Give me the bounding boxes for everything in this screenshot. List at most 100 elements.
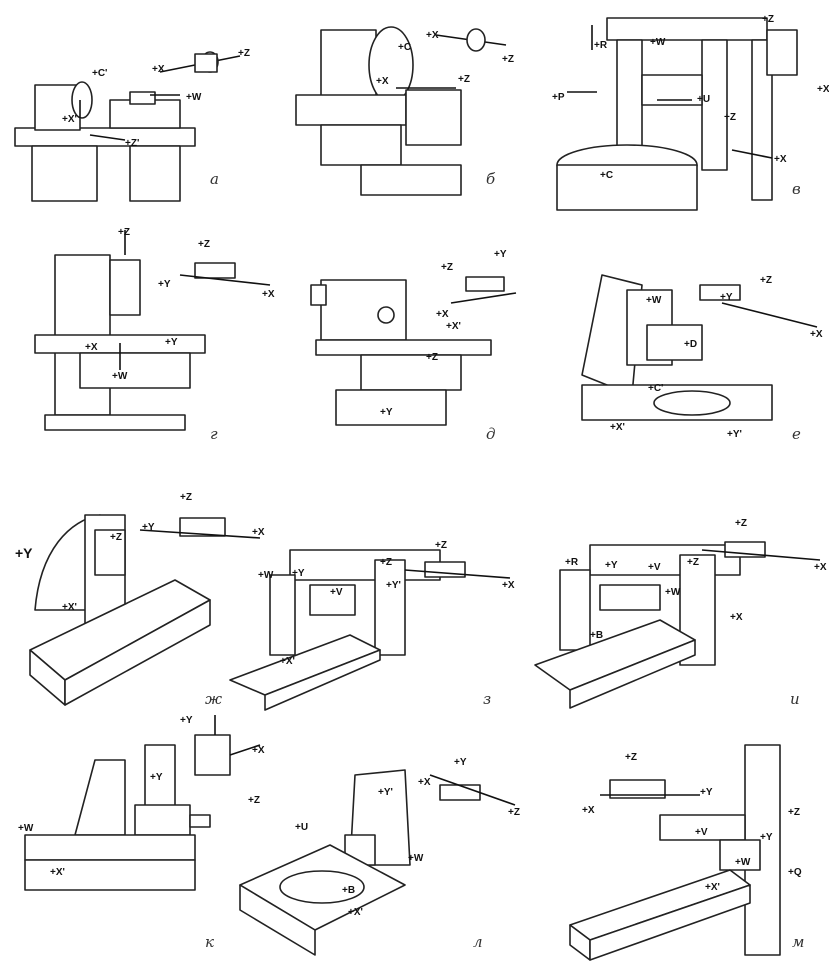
- gantry-mill-drawing: [229, 549, 511, 711]
- axis-label: +Y: [720, 292, 733, 303]
- axis-label: +X': [348, 907, 363, 918]
- axis-label: +Z: [687, 557, 699, 568]
- faceplate-lathe-drawing: [295, 26, 507, 196]
- axis-label: +X: [814, 562, 827, 573]
- axis-label: +Z: [788, 807, 800, 818]
- axis-label: +Z: [724, 112, 736, 123]
- axis-label: +X: [252, 527, 265, 538]
- axis-label: +Z: [198, 239, 210, 250]
- axis-label: +V: [695, 827, 708, 838]
- axis-label: +X: [502, 580, 515, 591]
- axis-label: +Z: [502, 54, 514, 65]
- panel-caption: л: [473, 933, 483, 951]
- axis-label: +X': [610, 422, 625, 433]
- axis-label: +Z': [125, 138, 139, 149]
- axis-label: +X: [152, 64, 165, 75]
- vertical-lathe-drawing: [556, 17, 798, 211]
- axis-label: +Z: [760, 275, 772, 286]
- axis-label: +D: [684, 339, 697, 350]
- axis-label: +Z: [248, 795, 260, 806]
- panel-e: +W +D +C' +X' +Y' +Z +Y +X е: [552, 225, 829, 460]
- panel-d-labels: +X' +Z +Y +Z +Y +X: [380, 249, 507, 418]
- axis-label: +X': [62, 114, 77, 125]
- panel-caption: м: [792, 933, 805, 951]
- axis-label: +X: [85, 342, 98, 353]
- panel-caption: г: [210, 425, 218, 443]
- panel-caption: ж: [205, 690, 223, 708]
- axis-label: +X': [280, 656, 295, 667]
- axis-label: +Z: [118, 227, 130, 238]
- axis-label: +Y: [158, 279, 171, 290]
- panel-a-labels: +C' +X +Z +W +X' +Z': [62, 48, 250, 149]
- axis-label: +Z: [180, 492, 192, 503]
- axis-label: +B: [342, 885, 355, 896]
- panel-caption: а: [210, 170, 219, 188]
- panel-zh-labels: +Y +Z +X' +Z +Y +X: [15, 492, 265, 613]
- axis-label: +Y': [378, 787, 393, 798]
- axis-label: +Z: [458, 74, 470, 85]
- panel-caption: б: [486, 170, 496, 188]
- panel-caption: к: [205, 933, 214, 951]
- axis-label: +Y: [760, 832, 773, 843]
- axis-label: +U: [295, 822, 308, 833]
- axis-label: +R: [565, 557, 579, 568]
- axis-label: +W: [650, 37, 666, 48]
- axis-label: +Y': [727, 429, 742, 440]
- panel-v: +R +P +W +U +Z +X +C +Z +X в: [552, 0, 829, 225]
- axis-label: +X: [426, 30, 439, 41]
- axis-label: +C': [648, 383, 663, 394]
- panel-caption: и: [790, 690, 800, 708]
- axis-label: +W: [408, 853, 424, 864]
- axis-label: +C: [600, 170, 613, 181]
- panel-g: +Z +X +Y +W +Z +Y +X г: [0, 225, 276, 460]
- axis-label: +Y: [180, 715, 193, 726]
- axis-label: +W: [735, 857, 751, 868]
- axis-label: +B: [590, 630, 603, 641]
- panel-caption: в: [792, 180, 801, 198]
- panel-l: +U +Y' +W +B +X' +Y +X +Z л: [230, 715, 530, 972]
- axis-label: +Z: [735, 518, 747, 529]
- axis-label: +Z: [625, 752, 637, 763]
- panel-m-labels: +Z +Y +X +V +Y +Z +W +X' +Q: [582, 752, 802, 893]
- axis-label: +W: [646, 295, 662, 306]
- axis-label: +X: [252, 745, 265, 756]
- axis-label: +Y': [386, 580, 401, 591]
- axis-label: +V: [648, 562, 661, 573]
- gantry-planer-drawing: [534, 541, 821, 709]
- panel-e-labels: +W +D +C' +X' +Y' +Z +Y +X: [610, 275, 823, 440]
- planer-drawing: [29, 514, 261, 706]
- panel-z-labels: +W +Y +V +Z +Y' +X' +Z +X: [258, 540, 515, 667]
- axis-label: +Y: [494, 249, 507, 260]
- axis-label: +X': [50, 867, 65, 878]
- panel-caption: е: [792, 425, 801, 443]
- boring-mill-drawing: [581, 274, 818, 421]
- axis-label: +Z: [110, 532, 122, 543]
- axis-label: +W: [18, 823, 34, 834]
- horizontal-mill-drawing: [310, 276, 517, 426]
- panel-caption: з: [483, 690, 492, 708]
- panel-b-labels: +C +X +Z +X +Z: [376, 30, 514, 87]
- axis-label: +Y: [292, 568, 305, 579]
- axis-label: +U: [697, 94, 710, 105]
- axis-label: +W: [112, 371, 128, 382]
- axis-label: +W: [665, 587, 681, 598]
- axis-label: +Y: [605, 560, 618, 571]
- axis-label: +X: [436, 309, 449, 320]
- axis-label: +R: [594, 40, 608, 51]
- axis-label: +X: [582, 805, 595, 816]
- axis-label: +Z: [426, 352, 438, 363]
- panel-b: +C +X +Z +X +Z б: [276, 0, 552, 225]
- panel-v-labels: +R +P +W +U +Z +X +C +Z +X: [552, 14, 829, 181]
- axis-label: +Y: [700, 787, 713, 798]
- axis-label: +Z: [238, 48, 250, 59]
- panel-d: +X' +Z +Y +Z +Y +X д: [276, 225, 552, 460]
- axis-label: +Z: [380, 557, 392, 568]
- portal-mill-drawing: [569, 744, 781, 961]
- axis-label: +W: [186, 92, 202, 103]
- axis-label: +P: [552, 92, 565, 103]
- axis-label: +X': [705, 882, 720, 893]
- axis-label: +X': [62, 602, 77, 613]
- axis-label: +Z: [508, 807, 520, 818]
- axis-label: +X': [446, 321, 461, 332]
- axis-label: +X: [817, 84, 829, 95]
